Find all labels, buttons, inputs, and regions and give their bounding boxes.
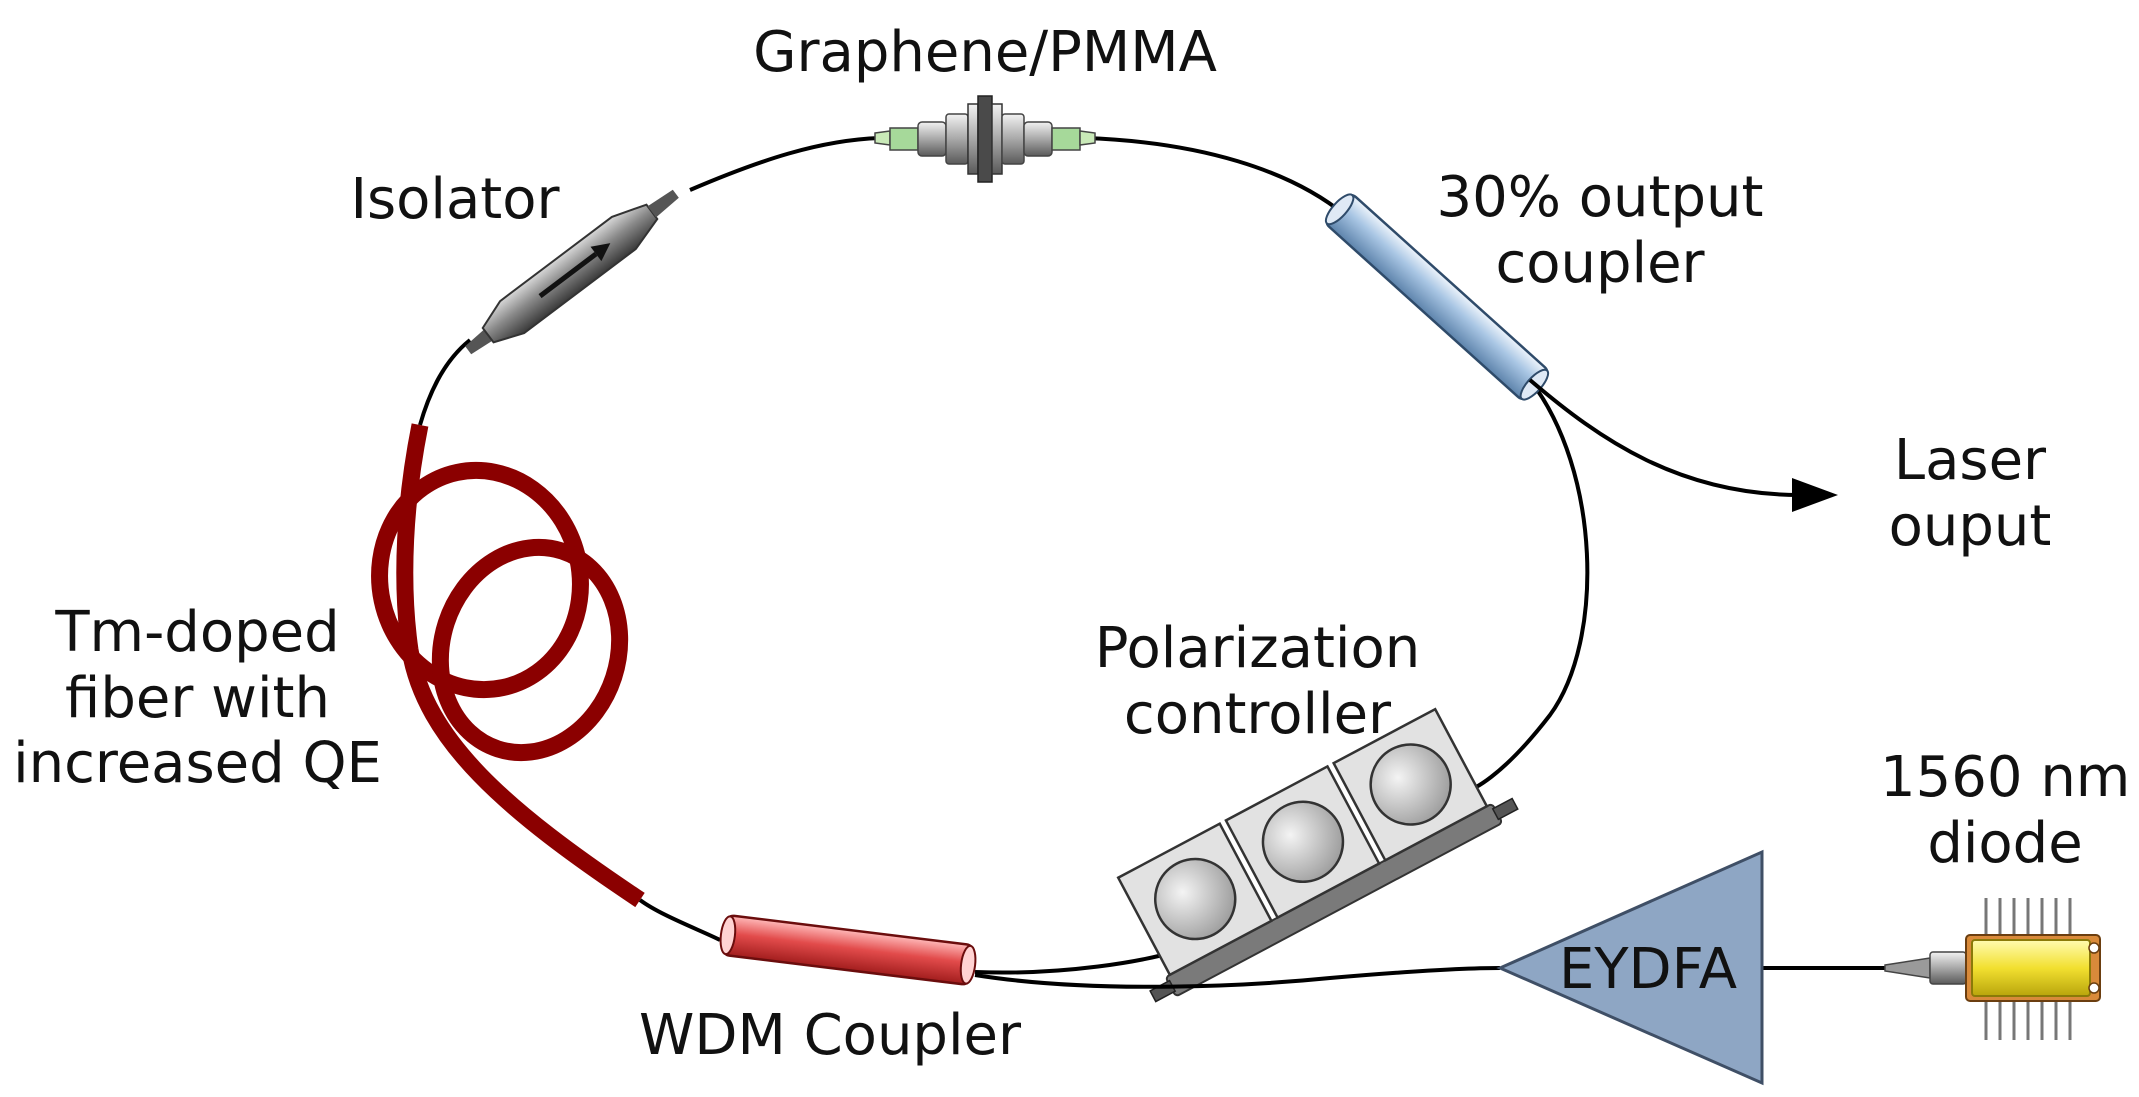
output-coupler-label: 30% output coupler — [1410, 165, 1790, 296]
diode-line-2: diode — [1927, 810, 2083, 876]
isolator-label: Isolator — [335, 167, 575, 233]
output-coupler-line-2: coupler — [1495, 230, 1705, 296]
tm-fiber-line-2: fiber with — [65, 665, 330, 731]
laser-diode-icon — [1884, 898, 2101, 1040]
pump-fiber — [974, 966, 1885, 989]
laser-output-arrow-icon — [1528, 378, 1838, 512]
laser-output-line-1: Laser — [1893, 428, 2047, 493]
tm-fiber-line-3: increased QE — [13, 731, 382, 797]
eydfa-label: EYDFA — [1559, 937, 1737, 1002]
saturable-absorber-connector-icon — [874, 95, 1096, 183]
wdm-coupler-label: WDM Coupler — [620, 1003, 1040, 1069]
isolator-text: Isolator — [350, 167, 560, 232]
laser-output-line-2: ouput — [1888, 493, 2052, 559]
amplifier-triangle-icon: EYDFA — [1496, 849, 1764, 1086]
wdm-coupler-text: WDM Coupler — [638, 1003, 1022, 1068]
polarization-line-1: Polarization — [1094, 616, 1421, 681]
diode-line-1: 1560 nm — [1880, 745, 2131, 810]
tm-fiber-line-1: Tm-doped — [55, 600, 340, 665]
graphene-pmma-text: Graphene/PMMA — [753, 20, 1217, 85]
output-coupler-line-1: 30% output — [1436, 165, 1764, 230]
tm-fiber-label: Tm-doped fiber with increased QE — [10, 600, 385, 797]
graphene-pmma-label: Graphene/PMMA — [735, 20, 1235, 86]
laser-output-label: Laser ouput — [1870, 428, 2070, 559]
isolator-icon — [465, 189, 679, 355]
polarization-line-2: controller — [1123, 681, 1392, 747]
tm-doped-fiber-coil-icon — [371, 423, 645, 908]
wdm-coupler-icon — [719, 914, 977, 986]
polarization-controller-label: Polarization controller — [1070, 616, 1445, 747]
diode-label: 1560 nm diode — [1880, 745, 2130, 876]
